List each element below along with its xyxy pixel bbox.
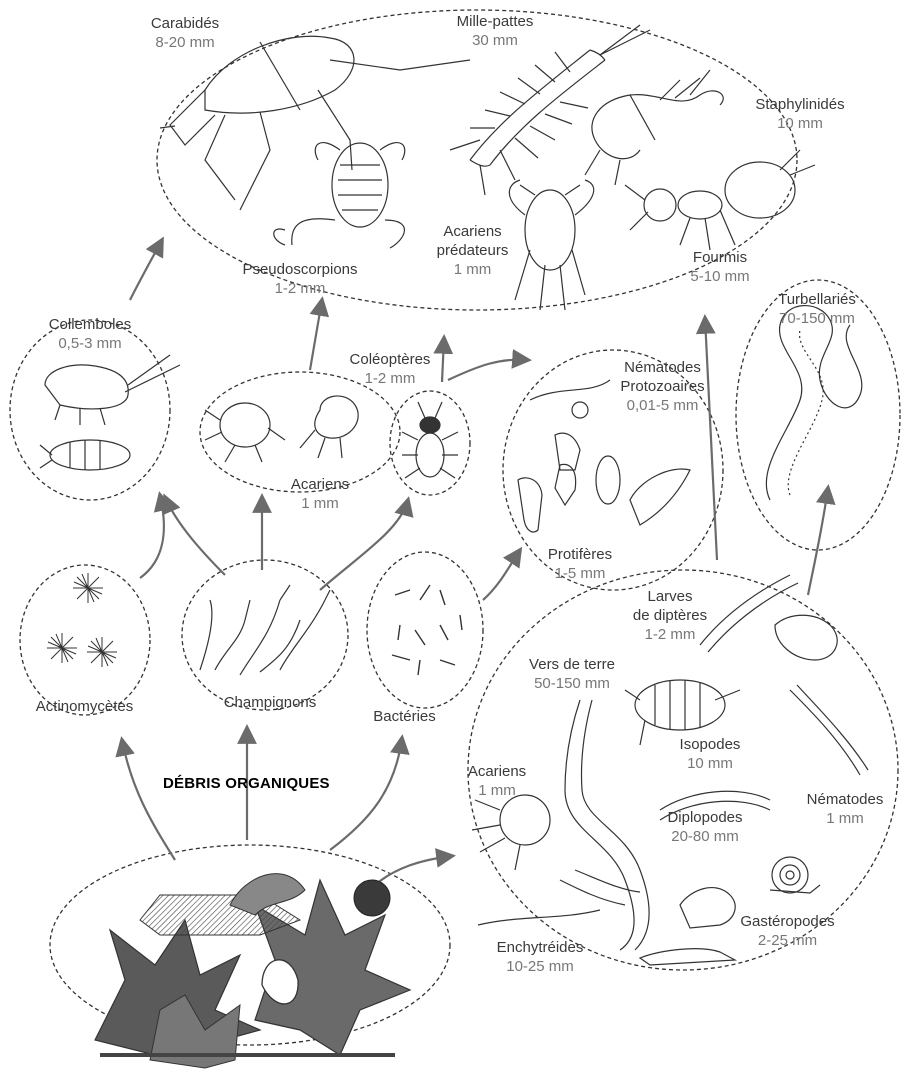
debris-organiques-label: DÉBRIS ORGANIQUES	[163, 775, 330, 792]
staphylinid-illustration	[585, 70, 723, 185]
vers-de-terre-illustration	[565, 700, 649, 950]
coleoptere-illustration	[402, 402, 458, 478]
arrow-debris-to-actinomycetes	[122, 740, 175, 860]
bacteries-illustration	[392, 585, 462, 675]
bacteries-outline	[367, 552, 483, 708]
debris-illustration	[95, 874, 410, 1068]
mille-pattes-illustration	[450, 25, 650, 195]
arrow-soil-fauna-to-predators	[705, 318, 717, 560]
collemboles-illustration	[40, 355, 180, 470]
arrow-soil-fauna-to-turbellaries	[808, 488, 828, 595]
arrow-coleopteres-to-protozoaires	[448, 360, 528, 380]
pseudoscorpion-illustration	[274, 143, 405, 248]
arrow-bact-to-protozoaires	[483, 550, 520, 600]
acariens-fungivores-outline	[200, 372, 400, 492]
arrow-actino-to-collemboles	[140, 495, 164, 578]
larves-dipteres-illustration	[700, 575, 837, 660]
arrow-champi-to-collemboles	[165, 497, 225, 575]
group-outlines	[10, 10, 900, 1045]
coleopteres-outline	[390, 391, 470, 495]
arrow-champi-to-coleopteres	[320, 500, 408, 590]
acariens-fungivores-illustration	[205, 396, 358, 462]
label-champignons: Champignons	[215, 693, 325, 712]
label-bacteries: Bactéries	[357, 707, 452, 726]
champignons-illustration	[200, 585, 330, 675]
ant-illustration	[625, 150, 815, 250]
actinomycetes-illustration	[47, 573, 117, 667]
arrow-debris-to-soil-fauna	[375, 856, 452, 885]
nematode-sol-illustration	[790, 685, 868, 775]
acarien-sol-illustration	[472, 795, 550, 870]
carabid-illustration	[160, 36, 470, 210]
label-actinomycetes: Actinomycètes	[22, 697, 147, 716]
arrow-acariens-to-predators	[310, 300, 322, 370]
turbellarian-illustration	[766, 306, 862, 500]
arrow-collemboles-to-predators	[130, 240, 162, 300]
enchytreides-illustration	[478, 870, 640, 925]
arrow-debris-to-bacteries	[330, 738, 402, 850]
